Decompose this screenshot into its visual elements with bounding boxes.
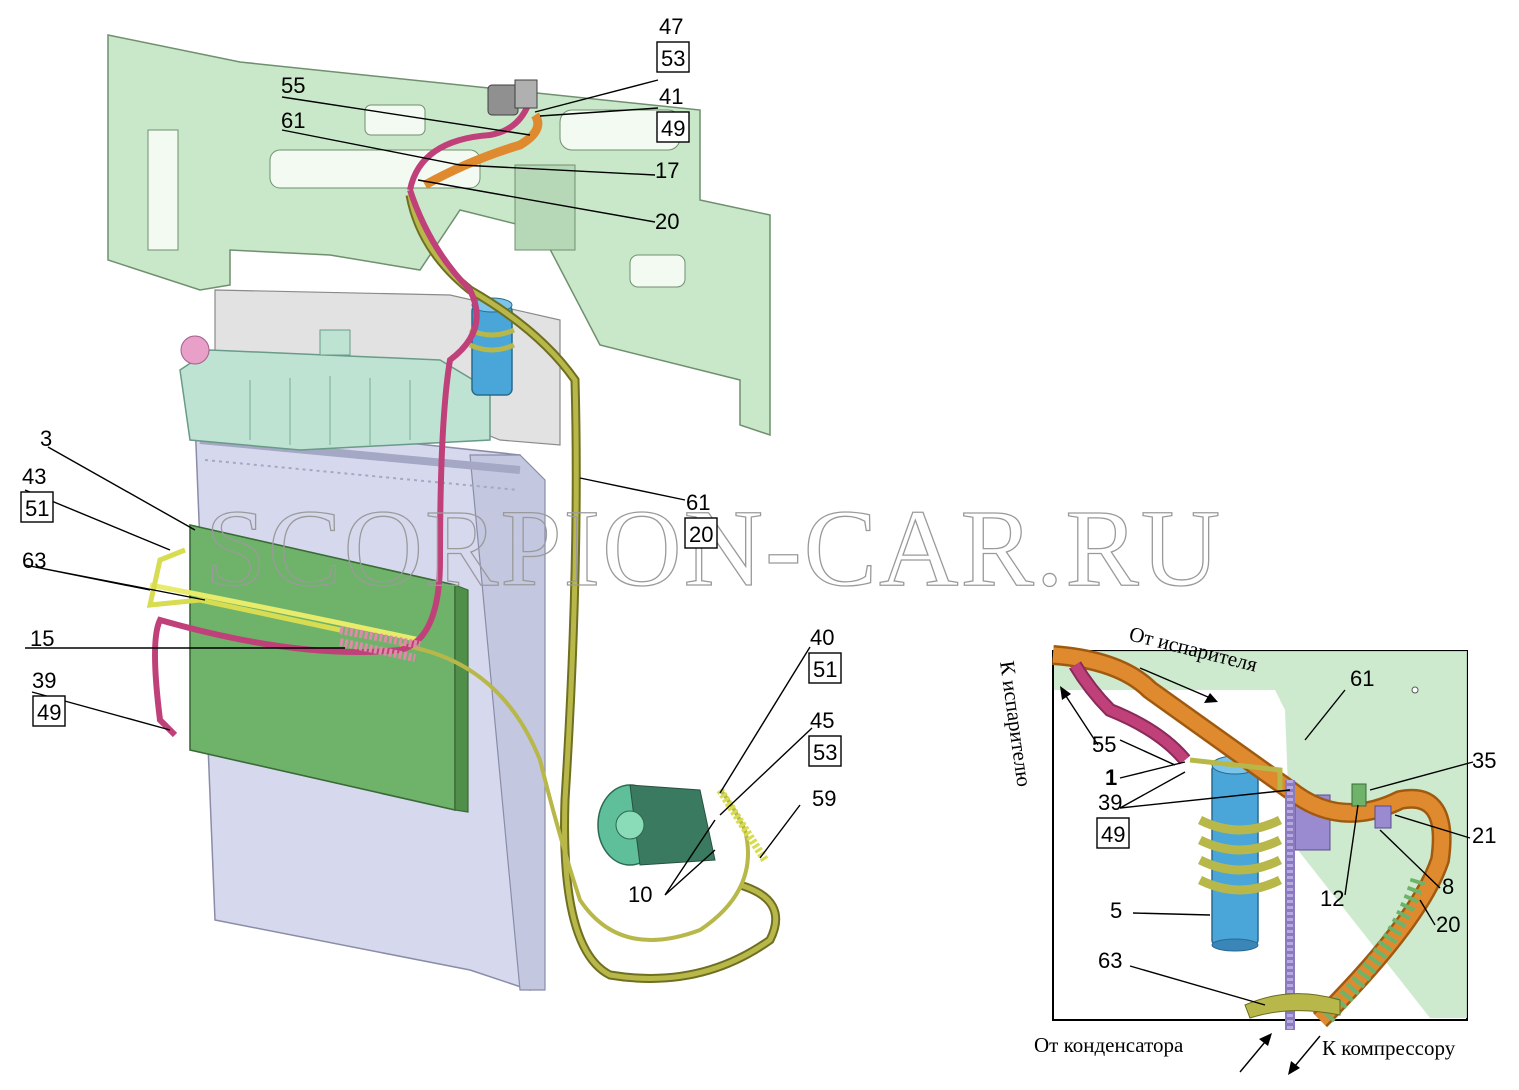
inset-label-49: 49 bbox=[1101, 822, 1125, 847]
inset-label-1: 1 bbox=[1105, 765, 1117, 790]
leader-lines bbox=[24, 79, 813, 896]
label-17: 17 bbox=[655, 158, 679, 183]
label-59: 59 bbox=[812, 786, 836, 811]
detail-inset bbox=[1052, 645, 1468, 1030]
inset-label-8: 8 bbox=[1442, 874, 1454, 899]
arrow-from-condenser-head bbox=[1259, 1033, 1272, 1046]
label-box-53a bbox=[656, 41, 690, 73]
arrow-to-compressor-head bbox=[1288, 1061, 1300, 1075]
label-47: 47 bbox=[659, 14, 683, 39]
inset-label-12: 12 bbox=[1320, 886, 1344, 911]
caption-to-evaporator: К испарителю bbox=[995, 659, 1036, 788]
inset-leader-lines bbox=[1119, 689, 1474, 1006]
label-53b: 53 bbox=[813, 740, 837, 765]
inset-label-20: 20 bbox=[1436, 912, 1460, 937]
label-61b: 61 bbox=[686, 490, 710, 515]
inset-label-5: 5 bbox=[1110, 898, 1122, 923]
part-labels: 47 53 41 49 55 61 17 20 3 43 51 63 15 39… bbox=[20, 14, 842, 907]
label-45: 45 bbox=[810, 708, 834, 733]
label-3: 3 bbox=[40, 426, 52, 451]
label-20b: 20 bbox=[689, 522, 713, 547]
ac-hoses bbox=[146, 98, 781, 983]
expansion-valve bbox=[487, 79, 538, 116]
caption-to-compressor: К компрессору bbox=[1322, 1036, 1456, 1060]
label-51a: 51 bbox=[25, 496, 49, 521]
inset-label-35: 35 bbox=[1472, 748, 1496, 773]
label-63: 63 bbox=[22, 548, 46, 573]
label-box-51b bbox=[808, 652, 842, 684]
label-39: 39 bbox=[32, 668, 56, 693]
label-55: 55 bbox=[281, 73, 305, 98]
label-20a: 20 bbox=[655, 209, 679, 234]
label-10: 10 bbox=[628, 882, 652, 907]
label-box-49b bbox=[32, 695, 66, 727]
label-53a: 53 bbox=[661, 46, 685, 71]
expansion-tank bbox=[179, 329, 491, 451]
inset-label-box-49 bbox=[1096, 817, 1130, 849]
caption-from-condenser: От конденсатора bbox=[1034, 1033, 1184, 1057]
flow-arrows bbox=[1060, 667, 1321, 1075]
inset-label-61: 61 bbox=[1350, 666, 1374, 691]
arrow-to-evaporator-head bbox=[1060, 686, 1071, 700]
inset-label-21: 21 bbox=[1472, 823, 1496, 848]
label-49a: 49 bbox=[661, 116, 685, 141]
label-49b: 49 bbox=[37, 700, 61, 725]
label-51b: 51 bbox=[813, 657, 837, 682]
condenser bbox=[189, 523, 469, 813]
inset-label-39: 39 bbox=[1098, 790, 1122, 815]
inset-labels: 61 55 1 39 49 35 21 8 12 20 5 63 bbox=[1092, 666, 1496, 973]
label-box-53b bbox=[808, 735, 842, 767]
label-box-20b bbox=[684, 517, 718, 549]
compressor bbox=[597, 784, 716, 866]
label-61a: 61 bbox=[281, 108, 305, 133]
label-40: 40 bbox=[810, 625, 834, 650]
label-15: 15 bbox=[30, 626, 54, 651]
label-41: 41 bbox=[659, 84, 683, 109]
label-box-51a bbox=[20, 491, 54, 523]
inset-label-55: 55 bbox=[1092, 732, 1116, 757]
arrow-from-evaporator-head bbox=[1204, 693, 1218, 703]
label-43: 43 bbox=[22, 464, 46, 489]
inset-label-63: 63 bbox=[1098, 948, 1122, 973]
label-box-49a bbox=[656, 111, 690, 143]
